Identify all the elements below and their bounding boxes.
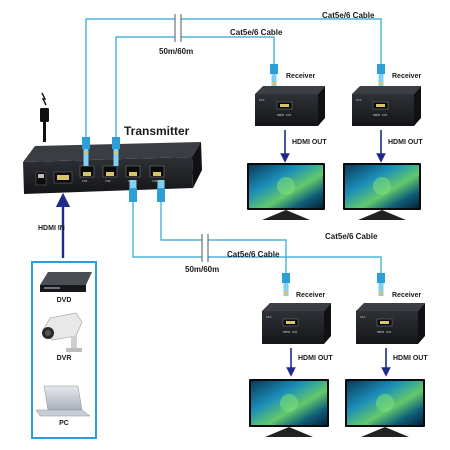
connector-bottom-1 [129,180,137,202]
port-label-ch3: CH3 [128,179,134,183]
source-label-dvr: DVR [56,355,72,362]
laptop-icon [35,385,91,417]
dvr-camera-icon [42,312,83,352]
cable-bottom-inner [160,200,287,273]
hdmi-in-label: HDMI IN [38,225,65,232]
receiver-tag-2: STA [356,98,362,102]
receiver-device-3 [262,303,331,344]
receiver-port-label-1: HDMI OUT [277,113,292,117]
cable-label-top-outer: Cat5e/6 Cable [322,11,375,20]
monitor-1 [247,163,325,220]
transmitter-device [23,142,202,194]
receiver-plug-3 [282,273,290,296]
connector-top-1 [82,137,90,166]
receiver-label-4: Receiver [392,292,422,299]
dvd-player-icon [40,272,92,292]
cable-label-top-inner: Cat5e/6 Cable [230,28,283,37]
rj45-port-3 [125,165,141,178]
receiver-tag-3: STA [266,315,272,319]
receiver-device-4 [356,303,425,344]
hdmi-out-label-3: HDMI OUT [298,355,333,362]
hdmi-out-label-1: HDMI OUT [292,139,327,146]
source-label-dvd: DVD [56,297,72,304]
receiver-port-label-2: HDMI OUT [373,113,388,117]
port-label-ch1: CH1 [82,179,88,183]
hdmi-out-label-4: HDMI OUT [393,355,428,362]
distance-label-bottom: 50m/60m [185,265,220,274]
receiver-device-1 [255,86,325,126]
source-label-pc: PC [59,420,69,427]
receiver-label-3: Receiver [296,292,326,299]
receiver-tag-4: STA [360,315,366,319]
receiver-plug-1 [270,64,278,87]
transmitter-title: Transmitter [124,124,190,138]
cable-break-top [174,14,182,42]
power-plug-icon [40,92,49,142]
cable-label-bottom-outer: Cat5e/6 Cable [325,232,378,241]
monitor-4 [345,379,425,437]
rj45-port-4 [149,165,165,178]
receiver-label-2: Receiver [392,73,422,80]
cable-label-bottom-inner: Cat5e/6 Cable [227,250,280,259]
hdmi-out-label-2: HDMI OUT [388,139,423,146]
receiver-port-label-4: HDMI OUT [377,330,392,334]
port-label-ch2: CH2 [105,179,111,183]
monitor-2 [343,163,421,220]
monitor-3 [249,379,329,437]
cable-bottom-outer [132,200,382,273]
cable-top-outer [85,18,382,146]
receiver-device-2 [352,86,421,126]
rj45-port-1 [79,165,95,178]
receiver-plug-4 [377,273,385,296]
cable-break-bottom [201,234,209,262]
connector-top-2 [112,137,120,166]
receiver-tag-1: STA [259,98,265,102]
port-label-ch4: CH4 [152,179,158,183]
cable-top-inner [115,36,275,146]
receiver-label-1: Receiver [286,73,316,80]
receiver-plug-2 [377,64,385,87]
distance-label-top: 50m/60m [159,47,194,56]
connector-bottom-2 [157,180,165,202]
rj45-port-2 [102,165,118,178]
receiver-port-label-3: HDMI OUT [283,330,298,334]
